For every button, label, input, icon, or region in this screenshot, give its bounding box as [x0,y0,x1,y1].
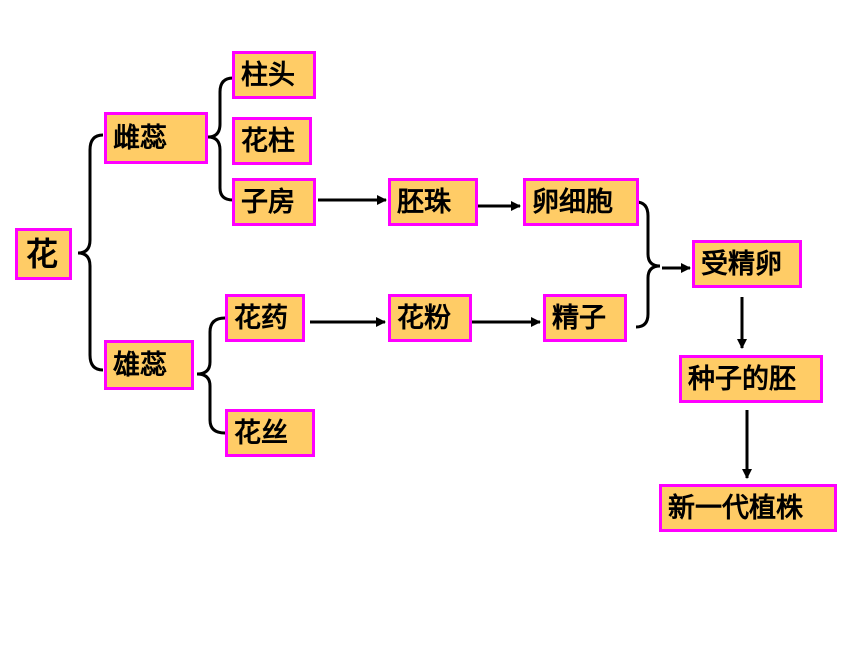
node-egg: 卵细胞 [523,178,639,226]
brace-flower [77,133,104,372]
node-stamen: 雄蕊 [104,340,194,390]
node-new-plant: 新一代植株 [659,484,837,532]
node-ovary: 子房 [232,178,316,226]
brace-stamen [196,316,226,435]
node-pistil: 雌蕊 [104,112,208,164]
node-anther: 花药 [225,294,305,342]
node-pollen: 花粉 [388,294,472,342]
node-sperm: 精子 [543,294,627,342]
node-filament: 花丝 [225,409,315,457]
node-ovule: 胚珠 [388,178,478,226]
brace-fertilization [635,200,661,329]
node-flower: 花 [15,228,72,280]
node-embryo: 种子的胚 [679,355,823,403]
node-style: 花柱 [232,117,312,165]
brace-pistil [207,76,234,202]
node-stigma: 柱头 [232,51,316,99]
node-zygote: 受精卵 [692,240,802,288]
